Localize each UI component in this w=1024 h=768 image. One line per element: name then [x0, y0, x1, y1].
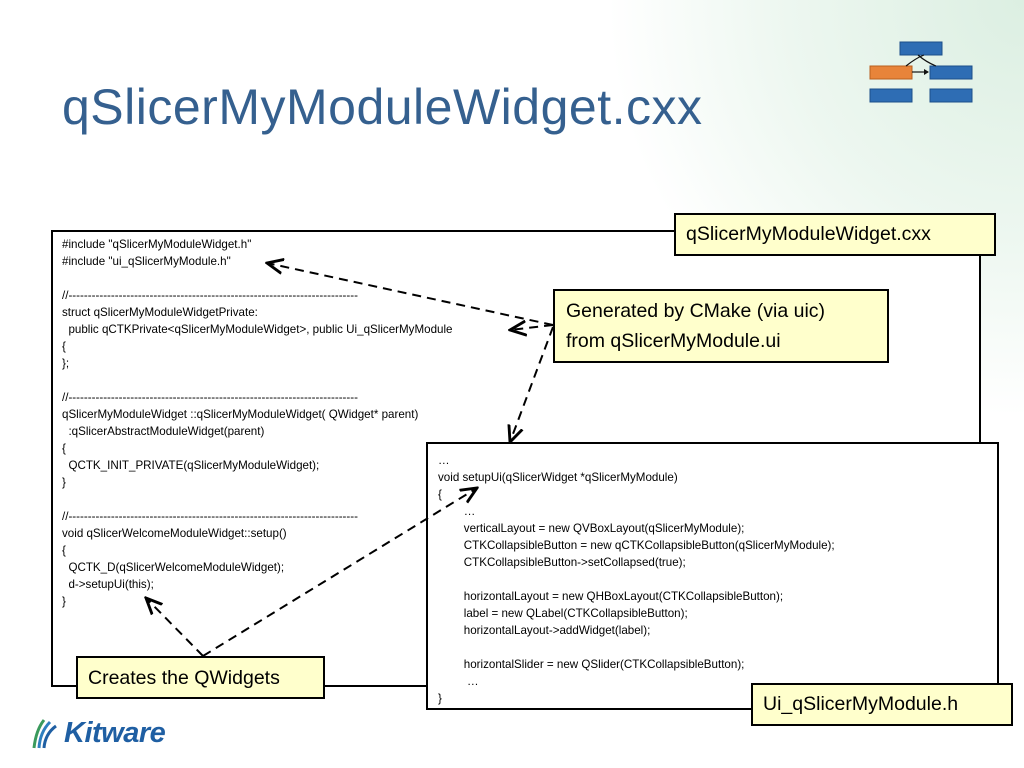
slide-title: qSlicerMyModuleWidget.cxx [62, 79, 703, 135]
kitware-logo-icon [32, 719, 57, 749]
ui-header-code-panel: … void setupUi(qSlicerWidget *qSlicerMyM… [426, 442, 999, 710]
creates-widgets-note: Creates the QWidgets [76, 656, 325, 699]
ui-header-file-label-text: Ui_qSlicerMyModule.h [763, 693, 959, 715]
creates-widgets-text: Creates the QWidgets [88, 667, 280, 689]
ui-header-file-label: Ui_qSlicerMyModule.h [751, 683, 1013, 726]
cxx-file-label-text: qSlicerMyModuleWidget.cxx [686, 223, 931, 245]
cxx-file-label: qSlicerMyModuleWidget.cxx [674, 213, 996, 256]
kitware-wordmark: Kitware [64, 716, 166, 749]
generated-note: Generated by CMake (via uic) from qSlice… [553, 289, 889, 363]
generated-note-line2: from qSlicerMyModule.ui [566, 330, 781, 352]
pipeline-logo-icon [869, 41, 973, 103]
kitware-logo: Kitware [30, 712, 166, 754]
ui-header-code-text: … void setupUi(qSlicerWidget *qSlicerMyM… [438, 454, 835, 705]
generated-note-line1: Generated by CMake (via uic) [566, 300, 826, 322]
cxx-code-text: #include "qSlicerMyModuleWidget.h" #incl… [62, 238, 453, 608]
